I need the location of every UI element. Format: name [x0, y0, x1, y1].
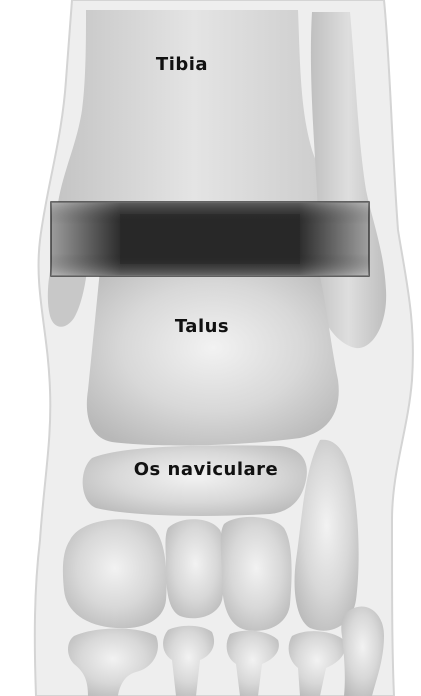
navicular-bone — [83, 445, 307, 516]
talus-bone — [87, 268, 339, 445]
medial-cuneiform — [63, 519, 167, 628]
tibia-label: Tibia — [156, 54, 208, 75]
lateral-cuneiform — [221, 517, 292, 631]
talus-label: Talus — [175, 316, 229, 337]
navicular-label: Os naviculare — [134, 459, 279, 480]
ankle-implant — [51, 202, 369, 276]
intermediate-cuneiform — [166, 519, 226, 618]
